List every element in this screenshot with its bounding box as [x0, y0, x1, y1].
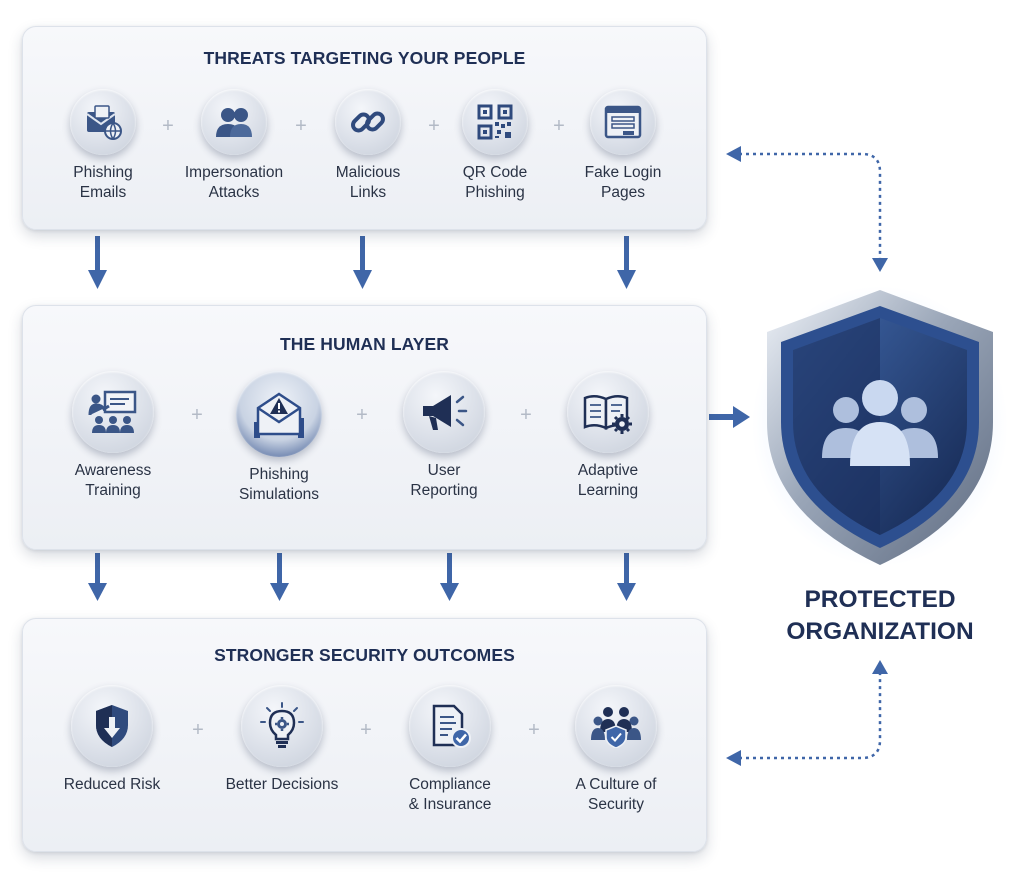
protected-organization-label: PROTECTED ORGANIZATION: [786, 586, 974, 645]
team-shield-icon: [575, 685, 657, 767]
right-arrow: [709, 406, 750, 428]
threat-phishing-emails: Phishing Emails: [33, 89, 173, 203]
alert-envelope-icon: [236, 371, 322, 457]
threat-label: Impersonation Attacks: [184, 164, 284, 201]
threat-label: Phishing Emails: [73, 164, 133, 201]
human-user-reporting: User Reporting: [374, 371, 514, 501]
plus-sign: +: [191, 404, 203, 426]
users-icon: [201, 89, 267, 155]
threat-fake-login: Fake Login Pages: [553, 89, 693, 203]
document-check-icon: [409, 685, 491, 767]
threat-qr-code: QR Code Phishing: [425, 89, 565, 203]
human-label: Adaptive Learning: [577, 462, 639, 499]
outcome-culture: A Culture of Security: [546, 685, 686, 815]
threat-impersonation: Impersonation Attacks: [164, 89, 304, 203]
dotted-connector-bottom: [726, 660, 888, 766]
human-awareness-training: Awareness Training: [43, 371, 183, 501]
outcome-label: Compliance & Insurance: [408, 776, 492, 813]
plus-sign: +: [520, 404, 532, 426]
chain-link-icon: [335, 89, 401, 155]
outcomes-panel: STRONGER SECURITY OUTCOMES Reduced Risk …: [22, 618, 707, 852]
plus-sign: +: [553, 115, 565, 137]
threats-panel: THREATS TARGETING YOUR PEOPLE Phishing E…: [22, 26, 707, 230]
human-layer-title: THE HUMAN LAYER: [279, 334, 450, 354]
threat-label: Malicious Links: [335, 164, 401, 201]
human-label: Awareness Training: [74, 462, 152, 499]
shield-down-icon: [71, 685, 153, 767]
book-gear-icon: [567, 371, 649, 453]
threat-label: Fake Login Pages: [584, 164, 662, 201]
human-label: Phishing Simulations: [238, 466, 320, 503]
plus-sign: +: [192, 719, 204, 741]
threat-label: QR Code Phishing: [462, 164, 528, 201]
outcome-compliance: Compliance & Insurance: [380, 685, 520, 815]
login-window-icon: [590, 89, 656, 155]
down-arrow-group-1: [88, 236, 636, 289]
presentation-icon: [72, 371, 154, 453]
human-layer-panel: THE HUMAN LAYER Awareness Training +: [22, 305, 707, 550]
envelope-link-icon: [70, 89, 136, 155]
plus-sign: +: [162, 115, 174, 137]
outcome-better-decisions: Better Decisions: [212, 685, 352, 795]
outcome-reduced-risk: Reduced Risk: [42, 685, 182, 795]
human-adaptive-learning: Adaptive Learning: [538, 371, 678, 501]
plus-sign: +: [360, 719, 372, 741]
outcome-label: Reduced Risk: [63, 776, 161, 793]
threat-malicious-links: Malicious Links: [298, 89, 438, 203]
human-label: User Reporting: [410, 462, 478, 499]
outcome-label: A Culture of Security: [575, 776, 657, 813]
plus-sign: +: [428, 115, 440, 137]
threats-title: THREATS TARGETING YOUR PEOPLE: [203, 48, 526, 68]
dotted-connector-top: [726, 146, 888, 272]
lightbulb-gear-icon: [241, 685, 323, 767]
outcome-label: Better Decisions: [225, 776, 339, 793]
qr-code-icon: [462, 89, 528, 155]
plus-sign: +: [356, 404, 368, 426]
shield-people-icon: [750, 280, 1010, 572]
outcomes-title: STRONGER SECURITY OUTCOMES: [214, 645, 515, 665]
down-arrow-group-2: [88, 553, 636, 601]
plus-sign: +: [295, 115, 307, 137]
plus-sign: +: [528, 719, 540, 741]
megaphone-icon: [403, 371, 485, 453]
human-phishing-simulations: Phishing Simulations: [209, 371, 349, 505]
